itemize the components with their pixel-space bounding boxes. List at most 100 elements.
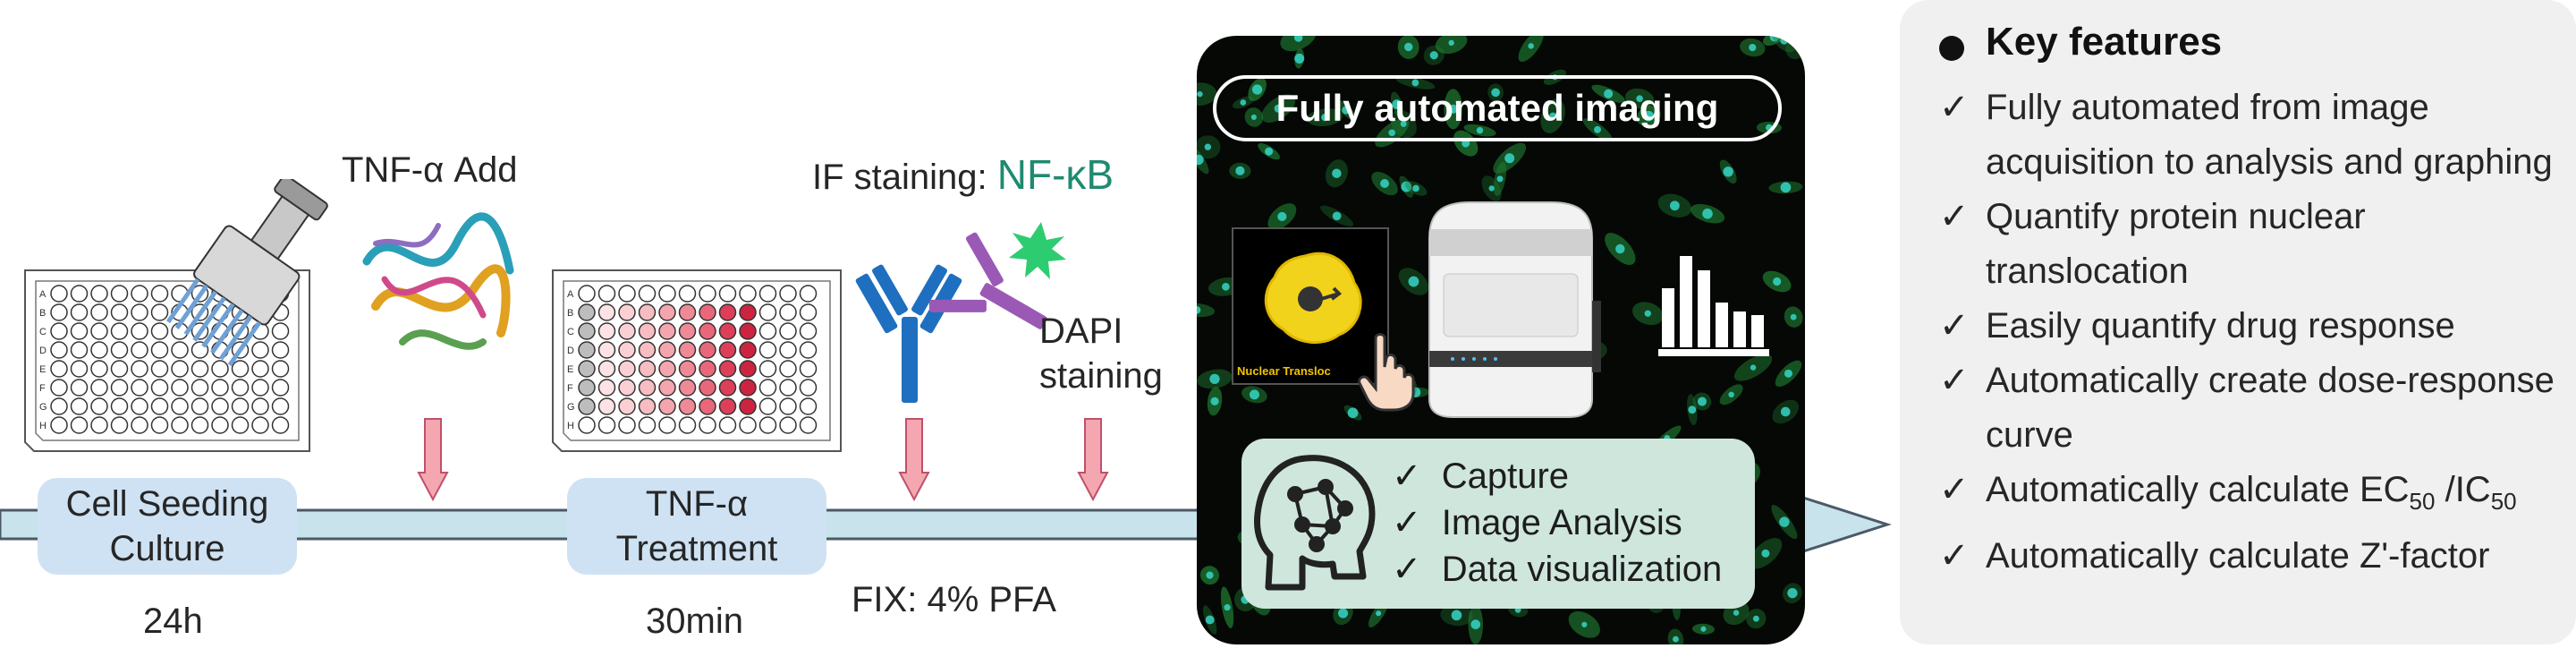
check-icon: ✓: [1939, 470, 1970, 509]
down-arrow-if: [898, 418, 930, 502]
plate-well: [618, 379, 636, 397]
plate-well: [251, 416, 269, 434]
cell-nucleus: [1249, 389, 1259, 400]
plate-well: [90, 416, 108, 434]
plate-well: [739, 303, 757, 321]
plate-well: [578, 322, 596, 340]
cell-nucleus: [1779, 516, 1790, 527]
hand-pointer-icon: [1358, 333, 1415, 412]
plate-well: [211, 416, 229, 434]
plate-well: [131, 341, 148, 359]
plate-well: [131, 416, 148, 434]
plate-row-label: C: [39, 327, 47, 337]
plate-well: [799, 416, 818, 434]
plate-well: [678, 397, 697, 415]
plate-well: [110, 303, 129, 321]
if-staining-prefix: IF staining:: [812, 158, 997, 197]
cell-nucleus: [1197, 90, 1203, 98]
plate-well: [150, 397, 169, 415]
cell-nucleus: [1749, 43, 1757, 52]
plate-well: [779, 397, 797, 415]
plate-well: [718, 303, 737, 321]
plate-well: [678, 379, 697, 397]
check-icon: ✓: [1939, 306, 1970, 346]
plate-well: [578, 397, 596, 415]
nuclear-translocation-card: Nuclear Transloc: [1232, 227, 1389, 385]
cell-nucleus: [1794, 42, 1801, 48]
if-staining-label: IF staining: NF-κB: [812, 150, 1114, 199]
cell-nucleus: [1388, 129, 1396, 137]
plate-well: [50, 341, 68, 359]
plate-well: [131, 303, 148, 321]
plate-row-label: H: [39, 421, 47, 431]
cell-nucleus: [1250, 114, 1257, 120]
plate-well: [799, 303, 818, 321]
cell-nucleus: [1342, 106, 1351, 115]
plate-well: [758, 285, 777, 303]
cell-nucleus: [1476, 126, 1484, 134]
plate-well: [50, 303, 68, 321]
plate-well: [171, 397, 189, 415]
cell-nucleus: [1615, 243, 1625, 254]
feature-translocation: ✓Quantify protein nuclear translocation: [1939, 190, 2565, 299]
plate-well: [699, 360, 716, 378]
plate-well: [211, 379, 229, 397]
plate-well: [658, 303, 676, 321]
plate-well: [597, 341, 616, 359]
protein-structure-icon: [362, 212, 514, 350]
plate-well: [70, 322, 89, 340]
plate-well: [699, 303, 716, 321]
plate-well: [50, 379, 68, 397]
plate-row-label: D: [39, 346, 47, 356]
plate-well: [779, 360, 797, 378]
plate-well: [758, 379, 777, 397]
plate-row-label: E: [39, 364, 46, 375]
plate-well: [90, 341, 108, 359]
feature-ec50: ✓Automatically calculate EC50 /IC50: [1939, 463, 2565, 529]
plate-well: [638, 303, 657, 321]
cell-nucleus: [1235, 166, 1245, 175]
plate-well: [578, 303, 596, 321]
antibody-icon: [855, 222, 1066, 403]
plate-well: [578, 341, 596, 359]
plate-well: [50, 397, 68, 415]
plate-well: [231, 379, 250, 397]
key-features-list: ✓Fully automated from image acquisition …: [1939, 81, 2565, 584]
plate-well: [271, 341, 290, 359]
cell-nucleus: [1581, 621, 1588, 627]
cell-nucleus: [1347, 407, 1359, 419]
cell-nucleus: [1594, 125, 1601, 133]
cell-nucleus: [1197, 154, 1204, 166]
plate-well: [597, 397, 616, 415]
plate-well: [50, 322, 68, 340]
cell-nucleus: [1404, 42, 1413, 52]
cell-nucleus: [1451, 610, 1462, 621]
plate-well: [638, 416, 657, 434]
plate-well: [70, 379, 89, 397]
plate-row-label: G: [39, 402, 47, 413]
plate-well: [597, 303, 616, 321]
plate-row-label: C: [567, 327, 574, 337]
plate-well: [231, 397, 250, 415]
nuclear-translocation-label: Nuclear Transloc: [1237, 364, 1331, 378]
plate-well: [718, 379, 737, 397]
plate-well: [638, 360, 657, 378]
plate-well: [699, 397, 716, 415]
plate-well: [251, 341, 269, 359]
plate-well: [597, 322, 616, 340]
plate-well: [739, 360, 757, 378]
plate-well: [678, 303, 697, 321]
plate-well: [150, 322, 169, 340]
plate-well: [758, 397, 777, 415]
bar-chart-icon: [1658, 256, 1769, 356]
plate-well: [678, 360, 697, 378]
plate-well: [50, 360, 68, 378]
plate-well: [658, 416, 676, 434]
cell-nucleus: [1496, 175, 1504, 183]
cell-nucleus: [1205, 615, 1215, 625]
cell-nucleus: [1411, 79, 1419, 87]
down-arrow-tnf: [417, 418, 449, 502]
plate-well: [131, 379, 148, 397]
check-capture: ✓ Capture: [1392, 456, 1570, 496]
plate-row-label: E: [567, 364, 573, 375]
